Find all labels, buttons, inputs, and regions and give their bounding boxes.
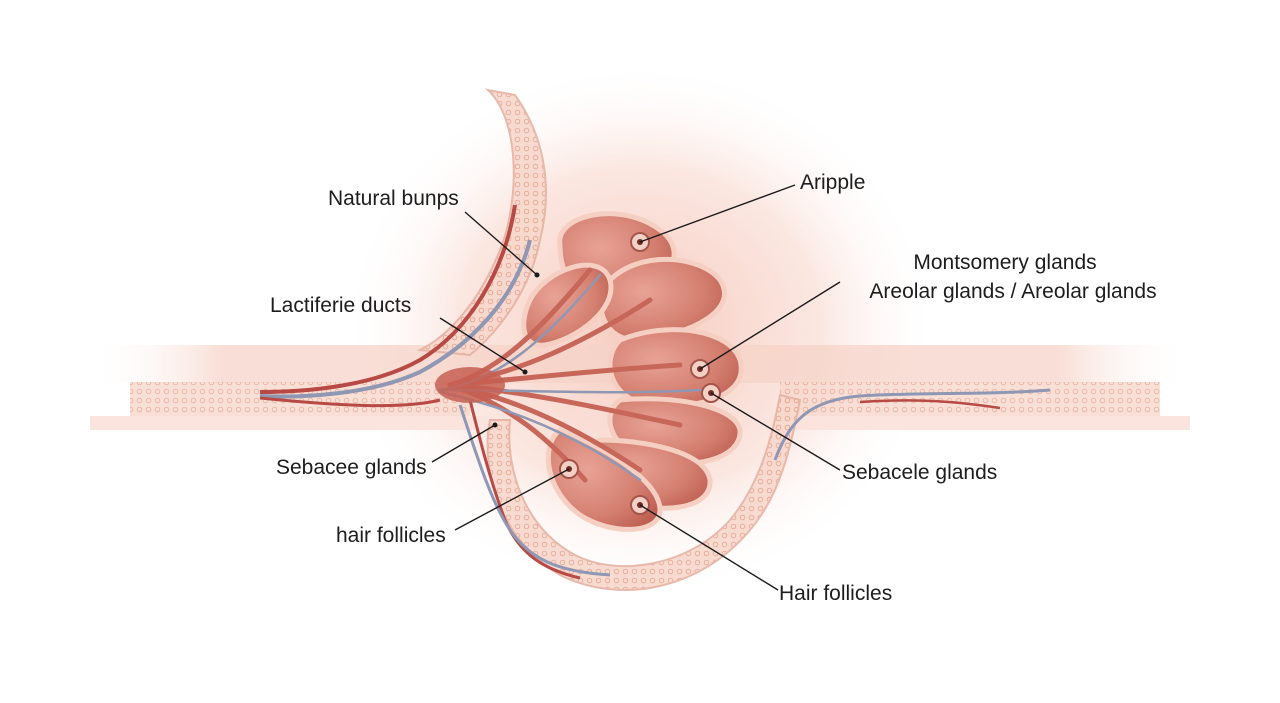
leader-natural-bumps: [464, 211, 538, 276]
leader-hair-follicles-right: [639, 504, 779, 591]
skin-band-bottom-right: [780, 416, 1190, 430]
label-hair-follicles-left: hair follicles: [336, 524, 446, 547]
label-montgomery-glands: Montsomery glands: [913, 251, 1097, 274]
leader-endpoints: [492, 272, 540, 428]
label-sebaceous-glands-left: Sebacee glands: [276, 456, 427, 479]
leader-hair-follicles-left: [454, 468, 570, 531]
label-natural-bumps: Natural bunps: [328, 187, 459, 210]
fat-layer-left: [130, 382, 470, 416]
label-areolar-glands: Areolar glands / Areolar glands: [869, 280, 1157, 303]
vein-left: [259, 239, 532, 399]
leader-sebaceous-right: [710, 392, 841, 471]
label-hair-follicles-right: Hair follicles: [779, 582, 893, 605]
leader-aripple: [639, 184, 796, 243]
label-sebaceous-glands-right: Sebacele glands: [842, 461, 998, 484]
breast-outline-upper: [416, 88, 547, 357]
vein-left-lower: [458, 404, 611, 577]
label-lactiferous-ducts: Lactiferie ducts: [270, 294, 412, 317]
duct-convergence: [435, 367, 505, 403]
leader-sebaceous-left: [431, 424, 496, 463]
leader-areolar-glands: [699, 281, 841, 370]
label-aripple: Aripple: [800, 171, 866, 194]
lobe-2: [598, 256, 727, 343]
artery-left: [259, 204, 517, 394]
skin-band-bottom-left: [90, 416, 490, 430]
leader-lactiferous-ducts: [439, 317, 526, 373]
vessel-left-horizontal: [259, 396, 441, 408]
vein-right: [773, 388, 1051, 461]
artery-right: [859, 399, 1001, 410]
breast-outline-lower: [486, 393, 802, 591]
leader-lines: [431, 184, 841, 591]
